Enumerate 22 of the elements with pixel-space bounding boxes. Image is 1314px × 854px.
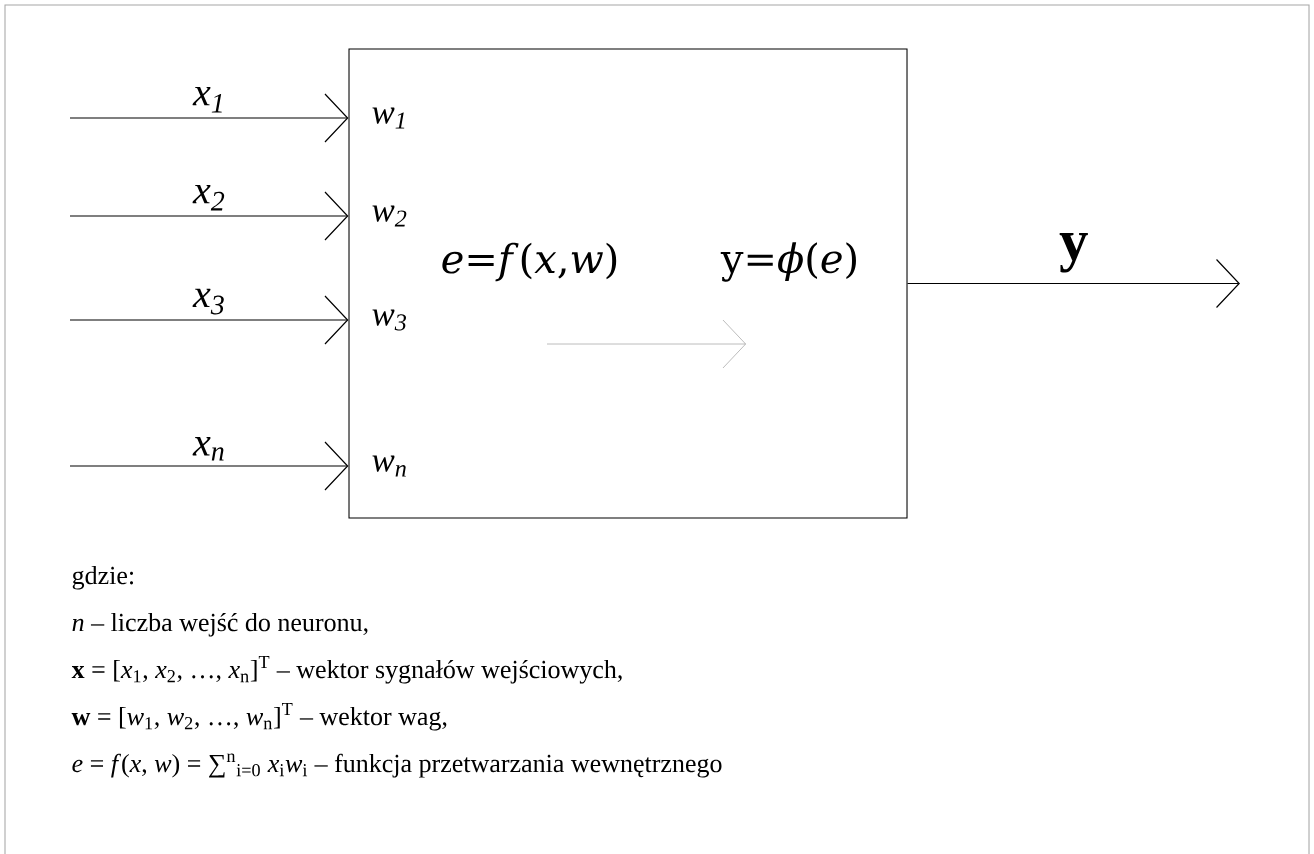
formula: y=ϕ(e) (720, 242, 856, 282)
legend-text: n – liczba wejść do neuronu, (72, 612, 368, 637)
neuron-box (348, 48, 908, 519)
edge-label: x$_{1}$ (192, 87, 222, 113)
legend-text: x = [x$_{1}$, x$_{2}$, …, x$_{n}$]$^{T}$ – wektor sygnałów wejściowych, (71, 656, 622, 684)
formula: e=f(x,w) (442, 242, 617, 282)
legend-text: e = f(x, w) = ∑$^{n}$$_{i=0}$ x$_{i}$w$_{i}$ – funkcja przetwarzania wewnętrznego (72, 753, 722, 778)
edge-label: x$_{3}$ (192, 288, 224, 315)
legend-text: w = [w$_{1}$, w$_{2}$, …, w$_{n}$]$^{T}$ – wektor wag, (71, 703, 447, 731)
edge-label: y (1059, 233, 1088, 273)
arrow (69, 295, 349, 345)
edge-label: x$_{n}$ (192, 437, 224, 461)
arrow (69, 191, 349, 241)
edge-label: x$_{2}$ (192, 184, 225, 211)
weight-label: w$_{n}$ (372, 455, 406, 477)
legend-text: gdzie: (72, 566, 134, 590)
arrow (69, 441, 349, 491)
weight-label: w$_{1}$ (372, 107, 405, 129)
arrow (906, 258, 1240, 309)
weight-label: w$_{3}$ (372, 309, 406, 331)
arrow (69, 93, 349, 143)
weight-label: w$_{2}$ (372, 205, 407, 227)
